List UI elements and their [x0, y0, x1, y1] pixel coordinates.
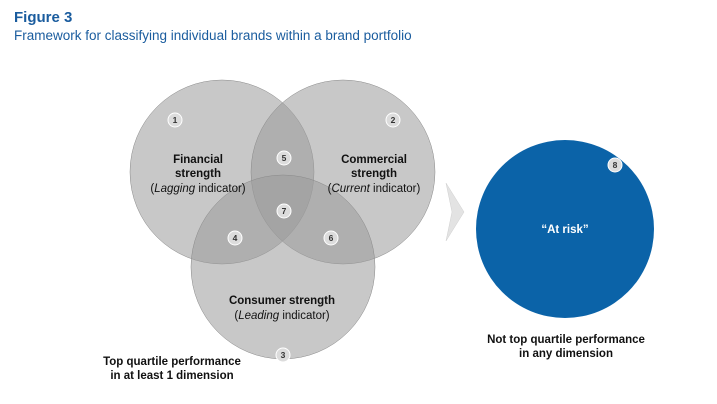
- badge-2: 2: [385, 112, 401, 128]
- consumer-strength-circle: [190, 174, 376, 360]
- badge-7: 7: [276, 203, 292, 219]
- at-risk-label: “At risk”: [541, 224, 588, 236]
- badge-3: 3: [275, 347, 291, 363]
- consumer-indicator-rest: indicator): [279, 310, 330, 322]
- at-risk-caption-line2: in any dimension: [519, 348, 613, 360]
- badge-5-text: 5: [282, 153, 287, 163]
- badge-6-text: 6: [329, 233, 334, 243]
- badge-4-text: 4: [233, 233, 238, 243]
- badge-1-text: 1: [173, 115, 178, 125]
- badge-3-text: 3: [281, 350, 286, 360]
- badge-1: 1: [167, 112, 183, 128]
- commercial-indicator: (Current indicator): [328, 183, 421, 195]
- figure-subtitle: Framework for classifying individual bra…: [14, 28, 412, 43]
- financial-indicator-rest: indicator): [195, 183, 246, 195]
- consumer-indicator: (Leading indicator): [234, 310, 329, 322]
- arrow-icon: [445, 182, 465, 242]
- badge-8: 8: [607, 157, 623, 173]
- venn-caption-line2: in at least 1 dimension: [110, 370, 233, 382]
- consumer-label-line1: Consumer strength: [229, 295, 335, 307]
- figure-title: Figure 3: [14, 9, 73, 26]
- at-risk-caption-line1: Not top quartile performance: [487, 334, 645, 346]
- badge-6: 6: [323, 230, 339, 246]
- financial-indicator: (Lagging indicator): [150, 183, 245, 195]
- commercial-label-line1: Commercial: [341, 154, 407, 166]
- badge-5: 5: [276, 150, 292, 166]
- financial-label-line1: Financial: [173, 154, 223, 166]
- commercial-label-line2: strength: [351, 168, 397, 180]
- badge-4: 4: [227, 230, 243, 246]
- venn-caption-line1: Top quartile performance: [103, 356, 241, 368]
- commercial-indicator-rest: indicator): [370, 183, 421, 195]
- badge-7-text: 7: [282, 206, 287, 216]
- financial-label-line2: strength: [175, 168, 221, 180]
- at-risk-circle: [476, 140, 654, 318]
- consumer-indicator-italic: Leading: [238, 310, 280, 322]
- financial-indicator-italic: Lagging: [154, 183, 196, 195]
- badge-2-text: 2: [391, 115, 396, 125]
- commercial-indicator-italic: Current: [331, 183, 370, 195]
- badge-8-text: 8: [613, 160, 618, 170]
